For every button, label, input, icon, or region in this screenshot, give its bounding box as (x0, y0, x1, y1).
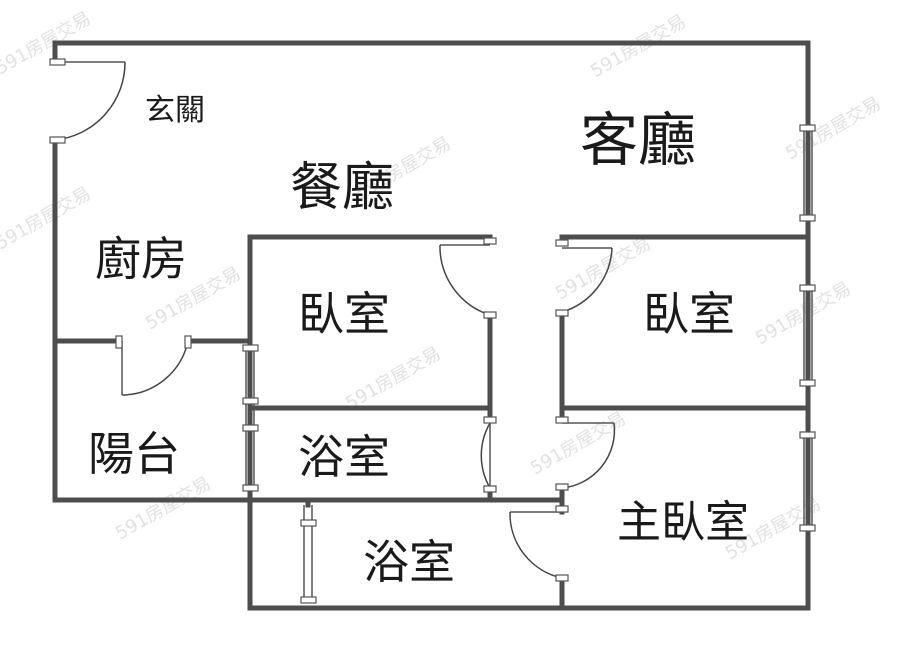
window-mark (242, 344, 259, 352)
label-kitchen: 廚房 (95, 232, 187, 286)
balcony-door-arc (121, 340, 189, 396)
door-mark (555, 309, 569, 317)
label-entrance: 玄關 (145, 93, 205, 128)
window-mark (300, 519, 317, 527)
doors (49, 58, 616, 582)
window-mark (799, 124, 816, 132)
door-mark (483, 311, 497, 319)
watermark: 591房屋交易 (342, 343, 445, 414)
label-living-room: 客廳 (580, 106, 696, 174)
bathroom2-door-arc (509, 511, 563, 579)
window-mark (242, 484, 259, 492)
master-door-arc (561, 422, 616, 489)
door-mark (49, 58, 66, 66)
bathroom1-door-arc (480, 422, 491, 489)
door-mark (555, 239, 569, 247)
door-mark (49, 136, 66, 144)
windows (242, 124, 816, 604)
watermark: 591房屋交易 (782, 93, 885, 164)
door-mark (115, 335, 123, 349)
watermark: 591房屋交易 (112, 473, 215, 544)
label-bedroom-1: 臥室 (298, 287, 390, 341)
window-mark (799, 431, 816, 439)
room-labels: 玄關 客廳 餐廳 廚房 臥室 臥室 陽台 浴室 主臥室 浴室 (88, 93, 749, 589)
window-mark (242, 424, 259, 432)
door-mark (483, 237, 497, 245)
window-mark (799, 284, 816, 292)
door-mark (555, 505, 569, 513)
window-mark (242, 397, 259, 405)
door-mark (555, 574, 569, 582)
door-mark (555, 483, 569, 491)
door-mark (555, 416, 569, 424)
bedroom1-door-arc (439, 244, 491, 316)
window-mark (300, 596, 317, 604)
window-mark (799, 379, 816, 387)
bedroom2-door-arc (561, 247, 613, 313)
window-mark (799, 214, 816, 222)
entrance-door-arc (54, 61, 126, 141)
window-mark (799, 524, 816, 532)
label-bathroom-2: 浴室 (363, 535, 455, 589)
watermark: 591房屋交易 (587, 11, 690, 82)
label-master-bedroom: 主臥室 (617, 497, 749, 548)
label-bedroom-2: 臥室 (643, 287, 735, 341)
door-mark (483, 416, 497, 424)
label-balcony: 陽台 (88, 427, 180, 481)
label-bathroom-1: 浴室 (298, 430, 390, 484)
watermark: 591房屋交易 (527, 408, 630, 479)
label-dining-room: 餐廳 (290, 158, 394, 218)
watermark: 591房屋交易 (0, 183, 95, 254)
door-mark (483, 485, 497, 493)
door-mark (184, 335, 192, 349)
